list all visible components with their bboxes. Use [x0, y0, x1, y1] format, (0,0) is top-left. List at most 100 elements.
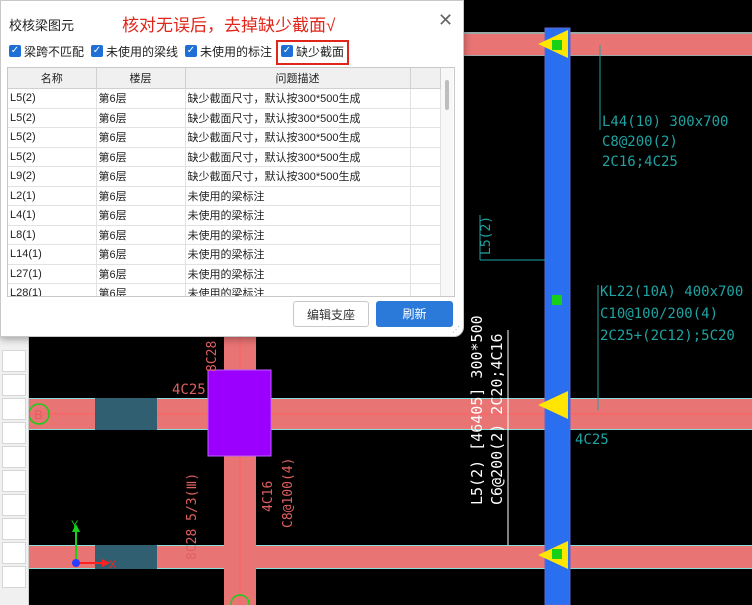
cell-name: L5(2) [8, 108, 97, 128]
selected-beam-l5[interactable] [544, 27, 571, 605]
strip-cell[interactable] [2, 350, 26, 372]
ucs-y-label: Y [71, 519, 79, 531]
cell-name: L28(1) [8, 283, 97, 296]
table-row[interactable]: L14(1)第6层未使用的梁标注 [8, 244, 441, 265]
support-marker-mid[interactable] [538, 391, 568, 419]
filter-label: 缺少截面 [296, 44, 345, 59]
table-row[interactable]: L4(1)第6层未使用的梁标注 [8, 205, 441, 226]
strip-cell[interactable] [2, 374, 26, 396]
cell-blank [410, 147, 441, 167]
strip-cell[interactable] [2, 566, 26, 588]
cell-name: L27(1) [8, 264, 97, 284]
cell-description: 未使用的梁标注 [185, 264, 411, 284]
strip-cell[interactable] [2, 470, 26, 492]
filter-missing-section[interactable]: ✓缺少截面 [281, 43, 344, 59]
label-l5-vertical: L5(2) [479, 216, 494, 255]
table-row[interactable]: L27(1)第6层未使用的梁标注 [8, 264, 441, 284]
filter-label: 未使用的梁线 [106, 44, 179, 59]
grip-top[interactable] [552, 40, 562, 50]
checkbox-checked-icon[interactable]: ✓ [91, 45, 103, 57]
cell-floor: 第6层 [96, 264, 186, 284]
cell-description: 未使用的梁标注 [185, 186, 411, 206]
filter-span-mismatch[interactable]: ✓梁跨不匹配 [9, 43, 84, 59]
red-highlight-box [276, 40, 349, 65]
cell-blank [410, 166, 441, 187]
filter-label: 梁跨不匹配 [24, 44, 85, 59]
scrollbar-thumb[interactable] [445, 80, 449, 110]
strip-cell[interactable] [2, 494, 26, 516]
filter-label: 未使用的标注 [200, 44, 273, 59]
table-scrollbar[interactable] [441, 68, 453, 296]
cell-floor: 第6层 [96, 205, 186, 226]
cell-floor: 第6层 [96, 283, 186, 296]
check-beam-dialog: 校核梁图元 核对无误后，去掉缺少截面√ ✕ ✓梁跨不匹配 ✓未使用的梁线 ✓未使… [0, 0, 464, 337]
strip-cell[interactable] [2, 518, 26, 540]
table-row[interactable]: L8(1)第6层未使用的梁标注 [8, 225, 441, 245]
table-row[interactable]: L5(2)第6层缺少截面尺寸，默认按300*500生成 [8, 108, 441, 128]
checkbox-checked-icon[interactable]: ✓ [9, 45, 21, 57]
label-selected-line2: C6@200(2) 2C20;4C16 [488, 333, 506, 505]
cell-name: L14(1) [8, 244, 97, 265]
cell-name: L9(2) [8, 166, 97, 187]
strip-cell[interactable] [2, 446, 26, 468]
ucs-x-label: X [109, 559, 117, 571]
grip-bottom[interactable] [552, 549, 562, 559]
left-property-strip [0, 330, 29, 605]
cell-blank [410, 108, 441, 128]
grip-mid[interactable] [552, 295, 562, 305]
label-column-low: 8C28 5/3(Ⅲ) [185, 473, 200, 560]
label-4c25-left: 4C25 [172, 382, 206, 398]
filter-unused-annotation[interactable]: ✓未使用的标注 [185, 43, 272, 59]
dialog-title: 校核梁图元 [9, 18, 75, 33]
close-icon[interactable]: ✕ [438, 10, 454, 30]
checkbox-checked-icon[interactable]: ✓ [185, 45, 197, 57]
strip-cell[interactable] [2, 398, 26, 420]
beam-top[interactable] [462, 32, 752, 56]
table-row[interactable]: L5(2)第6层缺少截面尺寸，默认按300*500生成 [8, 147, 441, 167]
resize-grip-icon[interactable]: ⋰ [452, 325, 460, 334]
column-header-floor[interactable]: 楼层 [96, 68, 186, 89]
cell-blank [410, 264, 441, 284]
label-kl22-line1: KL22(10A) 400x700 [600, 284, 743, 300]
cell-description: 缺少截面尺寸，默认按300*500生成 [185, 127, 411, 148]
label-kl22-line2: C10@100/200(4) [600, 306, 718, 322]
cell-description: 未使用的梁标注 [185, 225, 411, 245]
grid-label-b: B [34, 407, 43, 422]
table-row[interactable]: L5(2)第6层缺少截面尺寸，默认按300*500生成 [8, 127, 441, 148]
filter-unused-beam-line[interactable]: ✓未使用的梁线 [91, 43, 178, 59]
edit-support-button[interactable]: 编辑支座 [293, 301, 369, 327]
cell-description: 未使用的梁标注 [185, 205, 411, 226]
checkbox-checked-icon[interactable]: ✓ [281, 45, 293, 57]
label-l44-line3: 2C16;4C25 [602, 154, 678, 170]
cell-blank [410, 205, 441, 226]
grid-bubble-b [28, 403, 50, 425]
table-row[interactable]: L2(1)第6层未使用的梁标注 [8, 186, 441, 206]
cell-blank [410, 88, 441, 109]
cell-description: 未使用的梁标注 [185, 244, 411, 265]
cell-description: 缺少截面尺寸，默认按300*500生成 [185, 108, 411, 128]
cell-name: L8(1) [8, 225, 97, 245]
column-header-name[interactable]: 名称 [8, 68, 97, 89]
cell-name: L5(2) [8, 147, 97, 167]
column-header-blank [410, 68, 441, 89]
strip-cell[interactable] [2, 542, 26, 564]
cell-floor: 第6层 [96, 244, 186, 265]
cell-name: L5(2) [8, 88, 97, 109]
column[interactable] [207, 369, 272, 457]
cell-name: L4(1) [8, 205, 97, 226]
label-column-r1: 4C16 [261, 481, 276, 512]
cell-floor: 第6层 [96, 108, 186, 128]
table-row[interactable]: L28(1)第6层未使用的梁标注 [8, 283, 441, 296]
cell-blank [410, 244, 441, 265]
cell-floor: 第6层 [96, 186, 186, 206]
column-header-description[interactable]: 问题描述 [185, 68, 411, 89]
table-row[interactable]: L5(2)第6层缺少截面尺寸，默认按300*500生成 [8, 88, 441, 109]
cell-description: 缺少截面尺寸，默认按300*500生成 [185, 88, 411, 109]
strip-cell[interactable] [2, 422, 26, 444]
table-row[interactable]: L9(2)第6层缺少截面尺寸，默认按300*500生成 [8, 166, 441, 187]
cell-blank [410, 186, 441, 206]
cell-description: 未使用的梁标注 [185, 283, 411, 296]
refresh-button[interactable]: 刷新 [376, 301, 453, 327]
cell-blank [410, 225, 441, 245]
